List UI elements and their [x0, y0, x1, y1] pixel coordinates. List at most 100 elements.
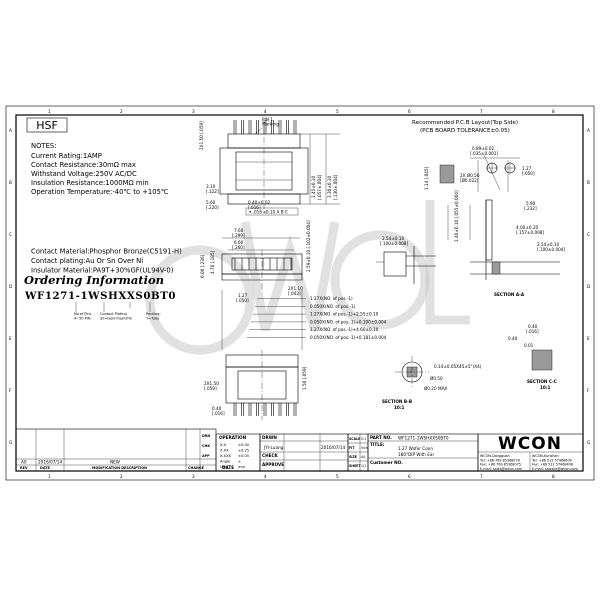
title-line-1: 1.27 Wafer Conn: [398, 446, 433, 451]
office-name: WCON-Kunshan: [532, 454, 559, 458]
rev-header-modification: MODIFICATION DESCRIPTION: [92, 466, 147, 470]
dim-side-3: 6.00 [.236]: [200, 254, 205, 278]
grid-row-C: C: [9, 232, 12, 237]
office-tel: Tel: +86 769 85368078: [479, 458, 520, 462]
company-logo: WCON: [498, 434, 562, 454]
part-no-label: PART NO.: [370, 435, 392, 440]
pos-formula: 1.27X(NO. of pos.-1)+2.55±0.10: [310, 312, 379, 317]
rev-header-chk: CHK: [202, 444, 210, 448]
tolerance-key: Angle: [220, 460, 231, 464]
tolerance-value: ±0.25: [238, 449, 249, 453]
grid-col-bottom-6: 6: [408, 474, 411, 479]
grid-row-right-B: B: [587, 180, 590, 185]
ordering-info: Ordering Information WF1271-1WSHXXS0BT0 …: [24, 273, 176, 321]
note-line: Withstand Voltage:250V AC/DC: [31, 170, 137, 178]
pcb-dim-8: 1.40±0.10 [.055±0.004]: [454, 190, 459, 242]
tolerance-key: X.XX: [220, 449, 229, 453]
dim-top-1: 2X1.50 [.059]: [199, 121, 204, 150]
pcb-tolerance: (PCB BOARD TOLERANCE±0.05): [420, 128, 510, 134]
tolerance-value: mm: [238, 465, 246, 469]
pcb-layout: Recommended P.C.B Layout(Top Side) (PCB …: [376, 120, 565, 297]
rev-value: A0: [21, 460, 27, 465]
dim-bot-3: 1.50 [.059]: [302, 366, 307, 390]
pos-formula: 0.050X(NO. of pos.-1)+0.100±0.004: [310, 319, 387, 324]
grid-col-4: 4: [264, 109, 267, 114]
tolerance-key: UNIT: [220, 465, 229, 469]
rev-desc: NEW: [110, 460, 120, 465]
ordering-key: Packing:: [146, 312, 161, 316]
rev-header-drn: DRN: [202, 434, 210, 438]
ordering-heading: Ordering Information: [24, 273, 164, 287]
drwn-date: 2016/07/14: [321, 445, 345, 450]
grid-row-right-A: A: [587, 128, 590, 133]
meta-label: SIZE: [349, 455, 357, 459]
grid-col-6: 6: [408, 109, 411, 114]
pcb-dim-7: 2.54±0.10[.100±0.004]: [537, 242, 565, 252]
meta-label: FIT: [349, 446, 355, 450]
grid-row-right-F: F: [587, 388, 590, 393]
note-line: Contact Resistance:30mΩ max: [31, 161, 136, 169]
section-cc-scale: 10:1: [540, 385, 551, 390]
meta-value: A4: [361, 455, 365, 459]
grid-col-8: 8: [552, 109, 555, 114]
drwn-name: JYI-Luang: [263, 445, 284, 450]
notes-heading: NOTES:: [31, 142, 57, 150]
grid-row-E: E: [9, 336, 12, 341]
bb-dim-1: 0.14±0.05X45±5°(X4): [434, 364, 482, 369]
pcb-dim-3: 2X Ø0.56[Ø0.022]: [460, 173, 480, 183]
section-bb: 0.14±0.05X45±5°(X4) Ø0.50 Ø0.20 MAX SECT…: [382, 356, 482, 410]
grid-row-F: F: [9, 388, 12, 393]
hsf-logo: HSF: [26, 117, 68, 133]
grid-row-right-E: E: [587, 336, 590, 341]
meta-label: SCALE: [349, 437, 360, 441]
section-bb-label: SECTION B-B: [382, 399, 412, 404]
pcb-dim-5: 5.90[.232]: [524, 201, 537, 211]
pos-formula: 0.050X(NO. of pos.-1)+0.181±0.004: [310, 335, 387, 340]
grid-col-2: 2: [120, 109, 123, 114]
dim-bot-2: 0.40[.016]: [212, 406, 225, 416]
tolerance-key: X.X: [220, 443, 227, 447]
ordering-key: T=Tube: [145, 317, 159, 321]
rev-header-change: CHANGE: [188, 466, 205, 470]
note-line: Current Rating:1AMP: [31, 152, 102, 160]
ordering-key: S0=Gold Flash/Tin: [100, 317, 132, 321]
rev-date: 2016/07/14: [38, 460, 62, 465]
dim-side-6: 2X1.10[.043]: [288, 286, 303, 296]
side-view: 7.60[.299] 6.60[.260] 6.00 [.236] 4.70 […: [200, 220, 387, 350]
grid-col-5: 5: [336, 109, 339, 114]
dim-top-7: 3.30±0.10: [327, 176, 332, 198]
grid-col-7: 7: [480, 109, 483, 114]
meta-value: 1/1: [361, 464, 366, 468]
tolerance-value: ±0.40: [238, 443, 250, 447]
pcb-dim-6: 4.00±0.20[.157±0.008]: [516, 225, 544, 235]
office-fax: Fax: +86 512 57468408: [532, 463, 573, 467]
tolerance-key: X.XXX: [220, 454, 232, 458]
office-name: WCON-Dongguan: [480, 454, 510, 458]
title-line-2: 180°DIP With Ear: [398, 452, 434, 457]
check-label: CHECK: [262, 453, 279, 458]
grid-col-bottom-3: 3: [192, 474, 195, 479]
dim-top-8: [.130±.004]: [333, 174, 338, 200]
section-aa-label: SECTION A-A: [494, 292, 525, 297]
hsf-mark: HSF: [36, 119, 58, 132]
grid-col-bottom-5: 5: [336, 474, 339, 479]
grid-row-right-D: D: [587, 284, 590, 289]
office-mail: E-mail: salesks@wcon.com: [532, 467, 578, 471]
note-line: Insulator Material:PA9T+30%GF(UL94V-0): [31, 267, 174, 275]
cc-dim-1: 0.40[.016]: [526, 324, 539, 334]
dim-top-gdt: ⌖ .016 ⌀0.10 A B C: [249, 210, 288, 215]
dim-side-5: 1.27[.050]: [236, 293, 249, 303]
dim-top-6: [.057±.004]: [317, 174, 322, 200]
ordering-part-code: WF1271-1WSHXXS0BT0: [24, 290, 176, 302]
title-label: TITLE:: [370, 442, 385, 447]
office-mail: E-mail: sales@wcon.com: [480, 467, 523, 471]
pos-formula: 0.050X(NO. of pos.-1): [310, 304, 356, 309]
grid-col-1: 1: [48, 109, 51, 114]
grid-col-3: 3: [192, 109, 195, 114]
pos-formula: 1.27X(NO. of pos.-1)+4.60±0.10: [310, 327, 379, 332]
dim-top-2: 3.10[.122]: [206, 184, 219, 194]
